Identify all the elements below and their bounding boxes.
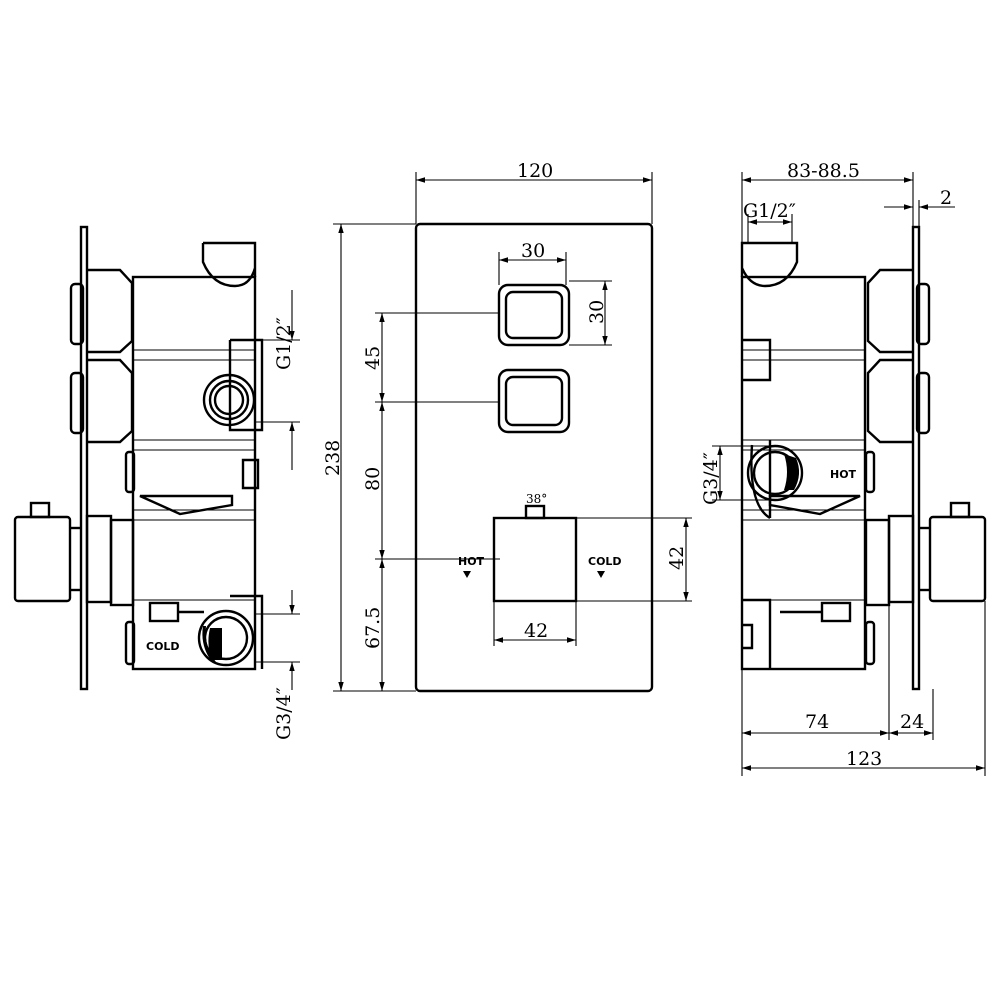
cold-inlet-port-left: [197, 609, 255, 667]
total-depth-dim: 123: [846, 748, 882, 770]
cold-marker-front: [597, 571, 605, 578]
hot-marker-front: [463, 571, 471, 578]
hot-label-right: HOT: [830, 468, 857, 481]
button-collar-top: [87, 268, 134, 354]
valve-body-left: [131, 275, 257, 671]
button-collar-mid-right: [866, 358, 913, 444]
flow-element-right: [768, 494, 861, 516]
top-outlet-right: [740, 241, 799, 288]
diverter-button-2: [497, 368, 571, 434]
handle-right: [928, 515, 987, 603]
body-depth-dim: 74: [805, 711, 829, 733]
handle-height-dim: 42: [666, 546, 688, 570]
flow-element-left: [139, 494, 234, 516]
top-outlet-left: [201, 241, 257, 288]
angle-label: 38°: [526, 492, 547, 506]
g12-dim-left: G1/2″: [273, 317, 295, 370]
handle-stem: [524, 504, 546, 520]
handle-to-bottom-dim: 67.5: [362, 607, 384, 649]
g34-dim-right: G3/4″: [700, 452, 722, 505]
diverter-button-1: [497, 283, 571, 347]
faceplate-right: [911, 225, 921, 691]
rear-bracket-left: [228, 338, 264, 432]
front-view: 38° HOT COLD 120 30 30 238 45 80: [322, 160, 692, 693]
button-cap-mid-right: [915, 371, 931, 435]
button-height-dim: 30: [586, 300, 608, 324]
right-side-view: HOT 83-88.5 2 G1/2″ G3/4″ 74 24 123: [700, 160, 987, 776]
faceplate-left: [79, 225, 89, 691]
handle-left: [13, 515, 72, 603]
side-nut-right-2: [864, 620, 876, 666]
handle-width-dim: 42: [524, 620, 548, 642]
cold-label-left: COLD: [146, 640, 180, 653]
side-nut-right-1: [864, 450, 876, 494]
button-to-handle-dim: 80: [362, 467, 384, 491]
outlet-port-left: [202, 373, 256, 427]
hot-label-front: HOT: [458, 555, 485, 568]
plate-thickness-dim: 2: [940, 187, 952, 209]
cold-label-front: COLD: [588, 555, 622, 568]
button-collar-top-right: [866, 268, 913, 354]
depth-range-dim: 83-88.5: [787, 160, 860, 182]
height-dim-front: 238: [322, 440, 344, 476]
side-nut-left-1: [124, 450, 136, 494]
button-cap-mid: [69, 371, 85, 435]
side-nut-left-2: [124, 620, 136, 666]
button-collar-mid: [87, 358, 134, 444]
button-spacing-dim: 45: [362, 346, 384, 370]
button-width-dim: 30: [521, 240, 545, 262]
g12-dim-right: G1/2″: [743, 200, 796, 222]
front-faceplate: [414, 222, 654, 693]
left-side-view: COLD G1/2″ G3/4″: [13, 225, 300, 740]
width-dim-front: 120: [517, 160, 553, 182]
thermostatic-handle: [492, 516, 578, 603]
button-cap-top: [69, 282, 85, 346]
handle-depth-dim: 24: [900, 711, 924, 733]
button-cap-top-right: [915, 282, 931, 346]
g34-dim-left: G3/4″: [273, 687, 295, 740]
hot-inlet-port-right: [746, 444, 804, 502]
